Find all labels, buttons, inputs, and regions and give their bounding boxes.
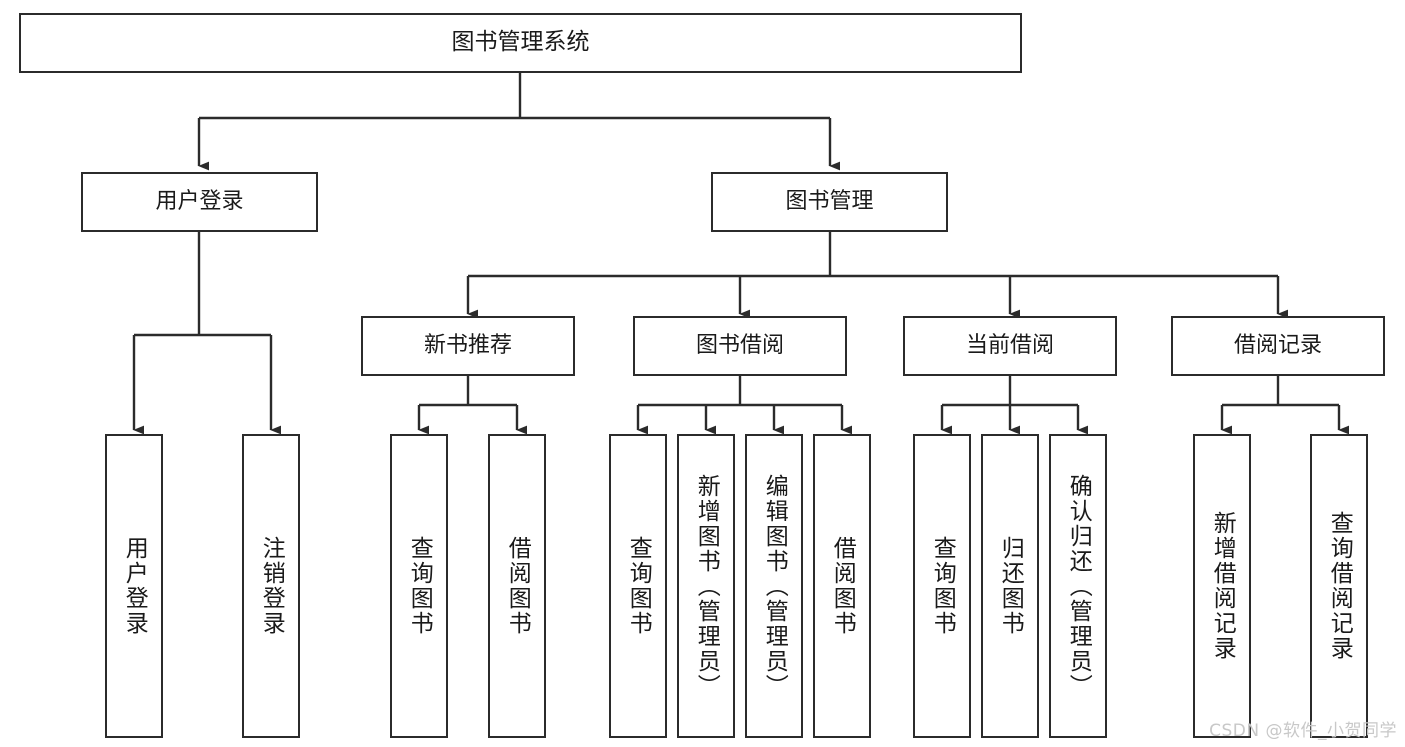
node-new-book-recommend-label: 新书推荐 [423, 333, 512, 359]
leaf-record-add-record[interactable]: 新增借阅记录 [1193, 434, 1251, 738]
leaf-label: 新增图书（管理员） [693, 473, 720, 699]
leaf-label: 查询图书 [625, 536, 652, 636]
node-book-management[interactable]: 图书管理 [711, 172, 948, 232]
leaf-borrow-borrow-book[interactable]: 借阅图书 [813, 434, 871, 738]
node-current-borrow-label: 当前借阅 [965, 333, 1054, 359]
leaf-label: 确认归还（管理员） [1065, 473, 1092, 699]
node-current-borrow[interactable]: 当前借阅 [903, 316, 1117, 376]
leaf-current-confirm-return[interactable]: 确认归还（管理员） [1049, 434, 1107, 738]
leaf-recommend-borrow-book[interactable]: 借阅图书 [488, 434, 546, 738]
leaf-current-query-book[interactable]: 查询图书 [913, 434, 971, 738]
node-user-login-label: 用户登录 [155, 189, 244, 215]
leaf-borrow-add-book[interactable]: 新增图书（管理员） [677, 434, 735, 738]
leaf-label: 注销登录 [258, 536, 285, 636]
leaf-current-return-book[interactable]: 归还图书 [981, 434, 1039, 738]
node-root-label: 图书管理系统 [451, 29, 590, 56]
leaf-label: 查询借阅记录 [1326, 511, 1353, 661]
node-book-borrow-label: 图书借阅 [695, 333, 784, 359]
leaf-label: 借阅图书 [504, 536, 531, 636]
node-borrow-record[interactable]: 借阅记录 [1171, 316, 1385, 376]
leaf-record-query-record[interactable]: 查询借阅记录 [1310, 434, 1368, 738]
leaf-label: 查询图书 [406, 536, 433, 636]
node-book-borrow[interactable]: 图书借阅 [633, 316, 847, 376]
leaf-recommend-query-book[interactable]: 查询图书 [390, 434, 448, 738]
leaf-label: 借阅图书 [829, 536, 856, 636]
leaf-label: 新增借阅记录 [1209, 511, 1236, 661]
leaf-user-login-login[interactable]: 用户登录 [105, 434, 163, 738]
leaf-borrow-query-book[interactable]: 查询图书 [609, 434, 667, 738]
leaf-label: 归还图书 [997, 536, 1024, 636]
node-root[interactable]: 图书管理系统 [19, 13, 1022, 73]
node-new-book-recommend[interactable]: 新书推荐 [361, 316, 575, 376]
node-borrow-record-label: 借阅记录 [1233, 333, 1322, 359]
csdn-watermark: CSDN @软件_小贺同学 [1209, 721, 1397, 741]
leaf-label: 用户登录 [121, 536, 148, 636]
node-book-management-label: 图书管理 [785, 189, 874, 215]
leaf-borrow-edit-book[interactable]: 编辑图书（管理员） [745, 434, 803, 738]
leaf-label: 查询图书 [929, 536, 956, 636]
node-user-login[interactable]: 用户登录 [81, 172, 318, 232]
leaf-user-login-logout[interactable]: 注销登录 [242, 434, 300, 738]
leaf-label: 编辑图书（管理员） [761, 473, 788, 699]
